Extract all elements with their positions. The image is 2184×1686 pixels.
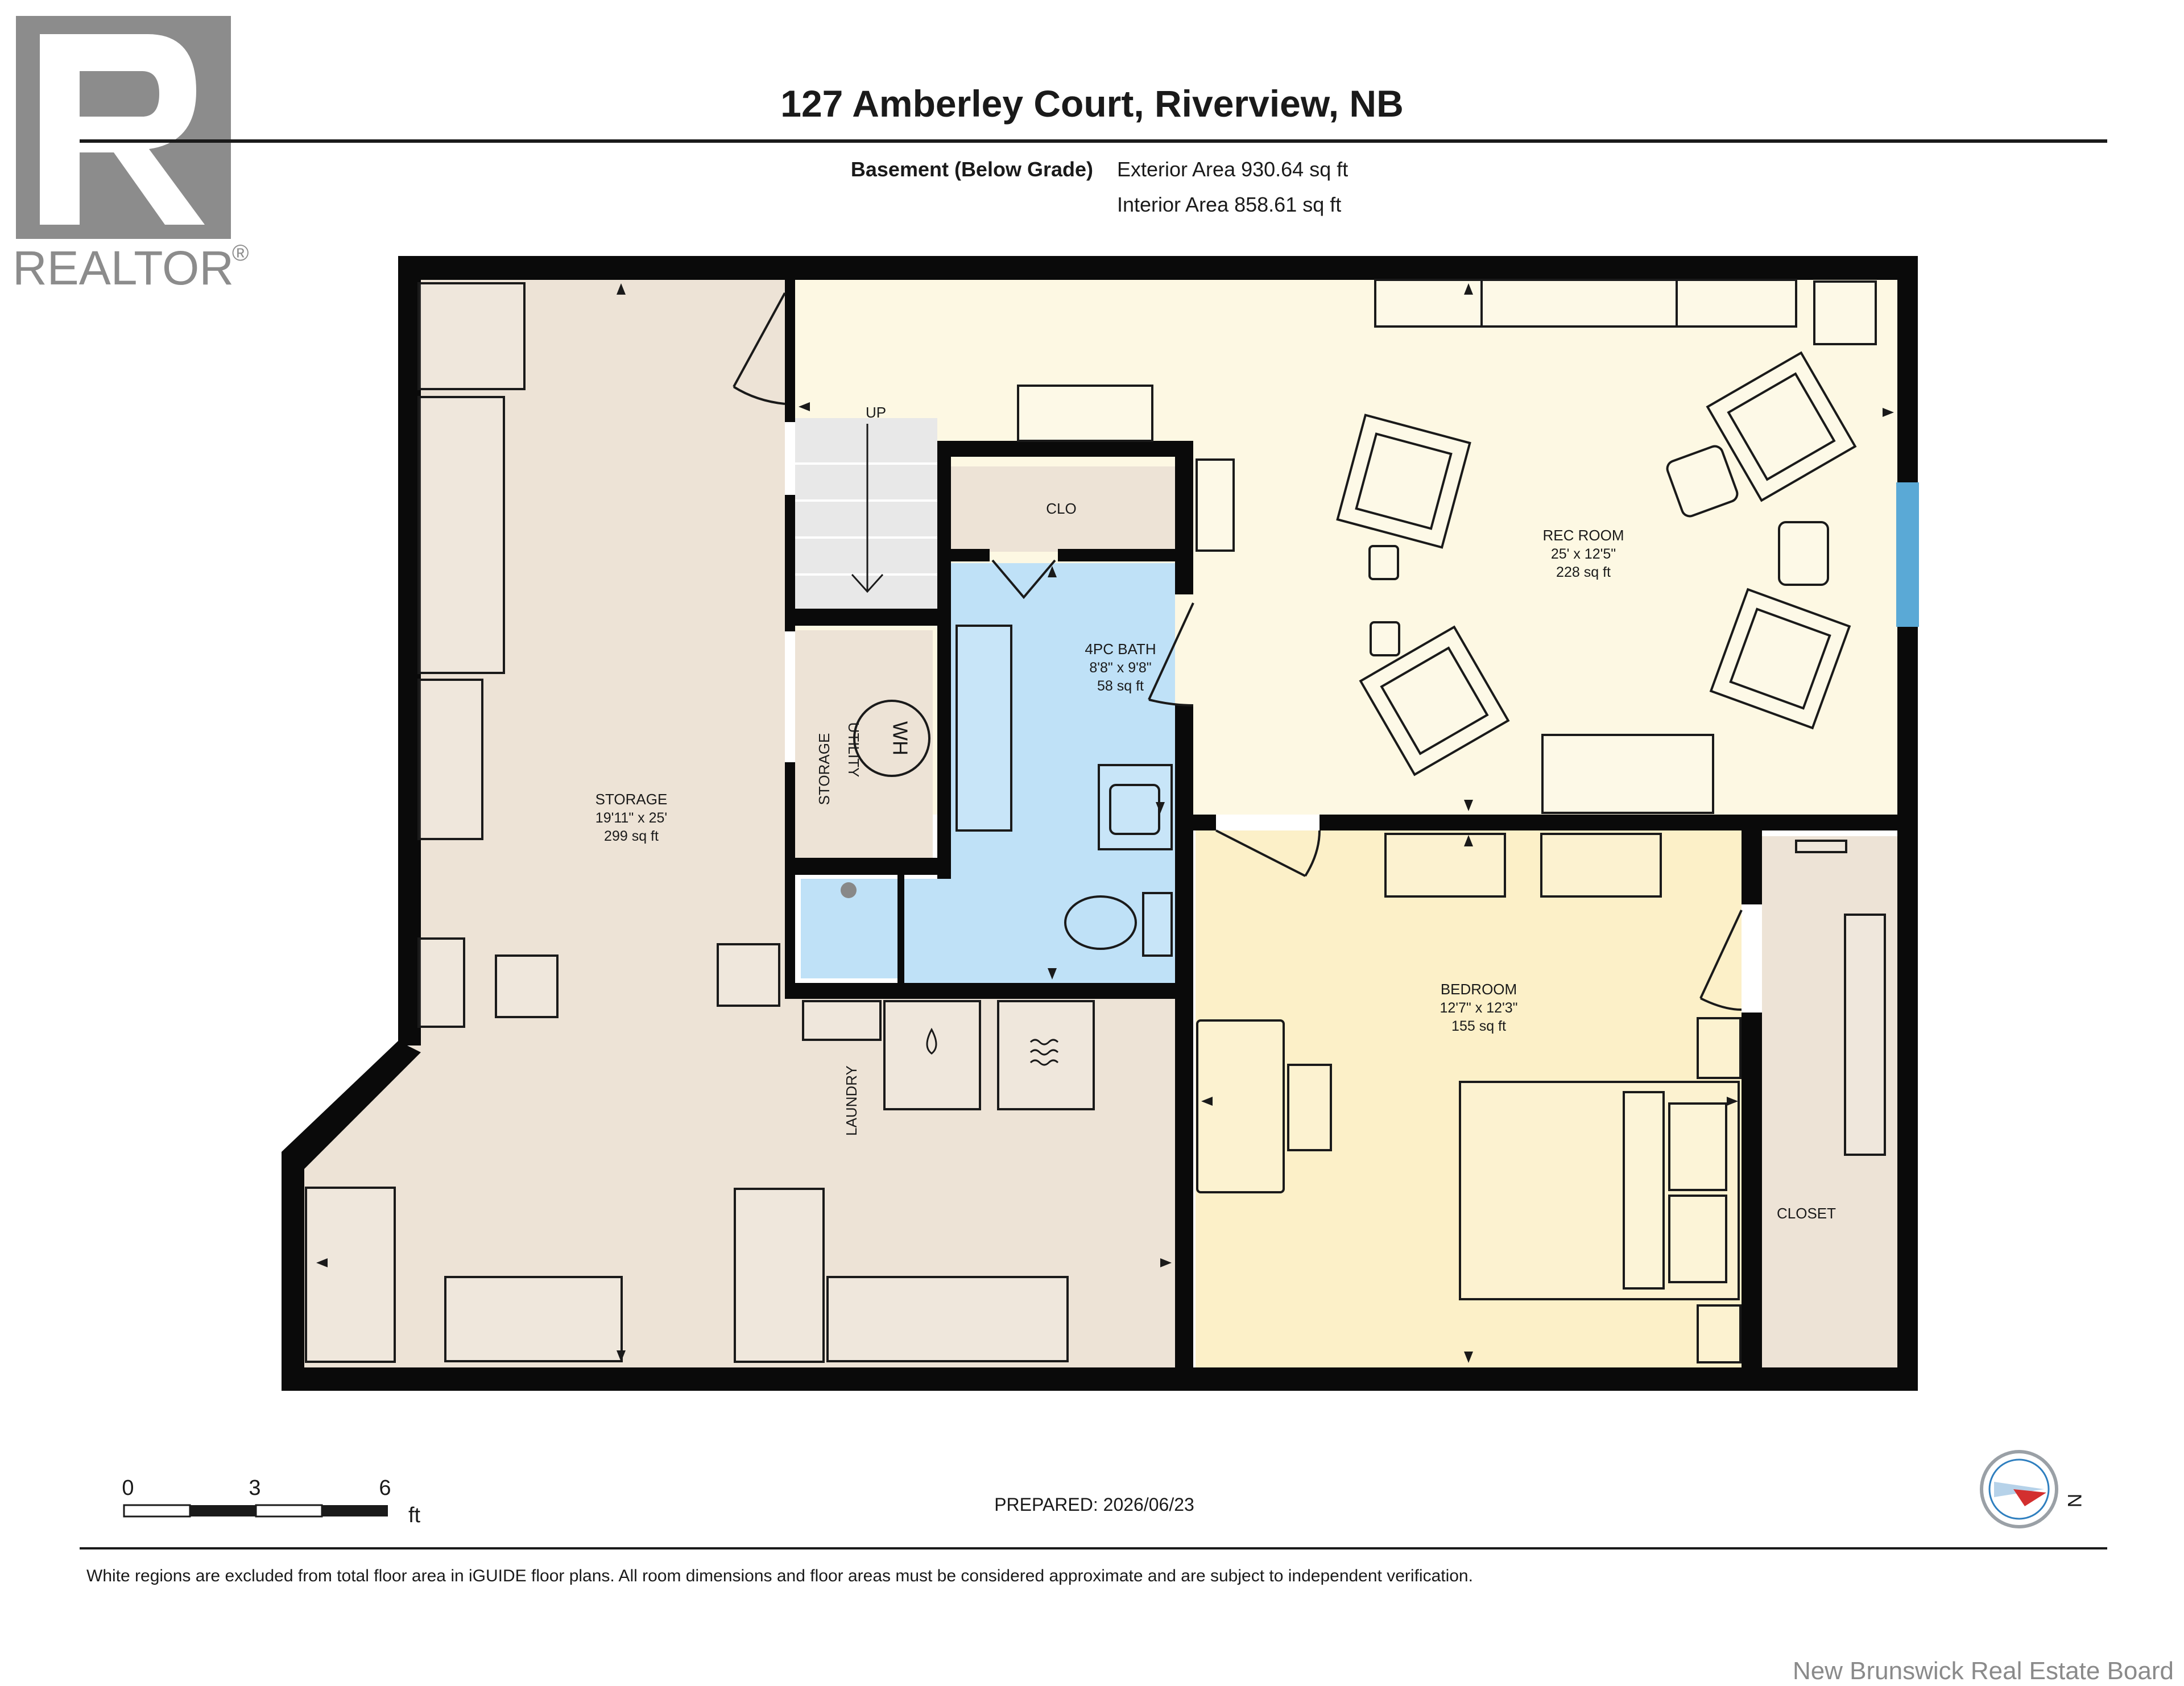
interior-area: Interior Area 858.61 sq ft (1117, 193, 1341, 216)
svg-text:0: 0 (122, 1476, 134, 1500)
room-label-clo: CLO (1046, 500, 1076, 517)
svg-text:155 sq ft: 155 sq ft (1451, 1018, 1506, 1034)
furniture (305, 279, 1886, 1363)
stairs-area (795, 418, 937, 609)
stairs-label: UP (866, 404, 886, 421)
svg-text:19'11" x 25': 19'11" x 25' (595, 810, 667, 826)
svg-text:25' x 12'5": 25' x 12'5" (1551, 546, 1616, 562)
svg-text:228 sq ft: 228 sq ft (1556, 564, 1611, 580)
page-title: 127 Amberley Court, Riverview, NB (780, 82, 1404, 125)
realtor-logo: REALTOR ® (13, 16, 249, 295)
room-fills (304, 280, 1897, 1367)
exterior-area: Exterior Area 930.64 sq ft (1117, 158, 1348, 181)
realtor-logo-r (40, 34, 205, 225)
watermark: New Brunswick Real Estate Board (1793, 1657, 2174, 1685)
svg-text:4PC BATH: 4PC BATH (1085, 640, 1156, 658)
utility-floor (795, 630, 933, 858)
room-label-utility: UTILITY (845, 722, 862, 778)
svg-text:8'8" x 9'8": 8'8" x 9'8" (1089, 660, 1151, 676)
svg-text:BEDROOM: BEDROOM (1441, 981, 1517, 998)
disclaimer: White regions are excluded from total fl… (86, 1567, 1473, 1585)
north-label: N (2063, 1494, 2085, 1508)
svg-text:58 sq ft: 58 sq ft (1097, 678, 1144, 694)
room-label-bedroom: BEDROOM 12'7" x 12'3" 155 sq ft (1440, 981, 1517, 1034)
dimension-markers (316, 283, 1894, 1363)
svg-text:REC ROOM: REC ROOM (1543, 527, 1624, 544)
stairs: UP (795, 404, 937, 609)
room-label-bath: 4PC BATH 8'8" x 9'8" 58 sq ft (1085, 640, 1156, 694)
svg-text:STORAGE: STORAGE (595, 791, 668, 808)
water-heater-label: WH (888, 721, 912, 755)
north-compass: N (1980, 1450, 2085, 1528)
doors (733, 292, 1743, 1011)
svg-text:299 sq ft: 299 sq ft (604, 828, 659, 844)
storage-floor (304, 280, 1175, 1367)
svg-text:ft: ft (408, 1503, 421, 1527)
room-label-rec-room: REC ROOM 25' x 12'5" 228 sq ft (1543, 527, 1624, 580)
walls (282, 256, 1918, 1391)
prepared-date: PREPARED: 2026/06/23 (994, 1494, 1194, 1515)
realtor-logo-text: REALTOR (13, 241, 234, 295)
closet-floor (1762, 836, 1897, 1367)
realtor-logo-mark: ® (232, 241, 249, 266)
svg-text:12'7" x 12'3": 12'7" x 12'3" (1440, 1000, 1517, 1016)
room-label-storage: STORAGE 19'11" x 25' 299 sq ft (595, 791, 668, 844)
bath-floor (900, 563, 1175, 983)
room-label-laundry: LAUNDRY (843, 1065, 860, 1136)
scale-bar: 0 3 6 ft (122, 1476, 420, 1527)
bedroom-floor (1196, 830, 1742, 1367)
level-label: Basement (Below Grade) (851, 158, 1093, 181)
svg-text:3: 3 (249, 1476, 260, 1500)
room-label-closet: CLOSET (1777, 1205, 1836, 1222)
room-label-storage-small: STORAGE (816, 733, 833, 805)
clo-floor (951, 466, 1175, 552)
rec-room-window (1896, 482, 1919, 627)
svg-text:6: 6 (379, 1476, 391, 1500)
